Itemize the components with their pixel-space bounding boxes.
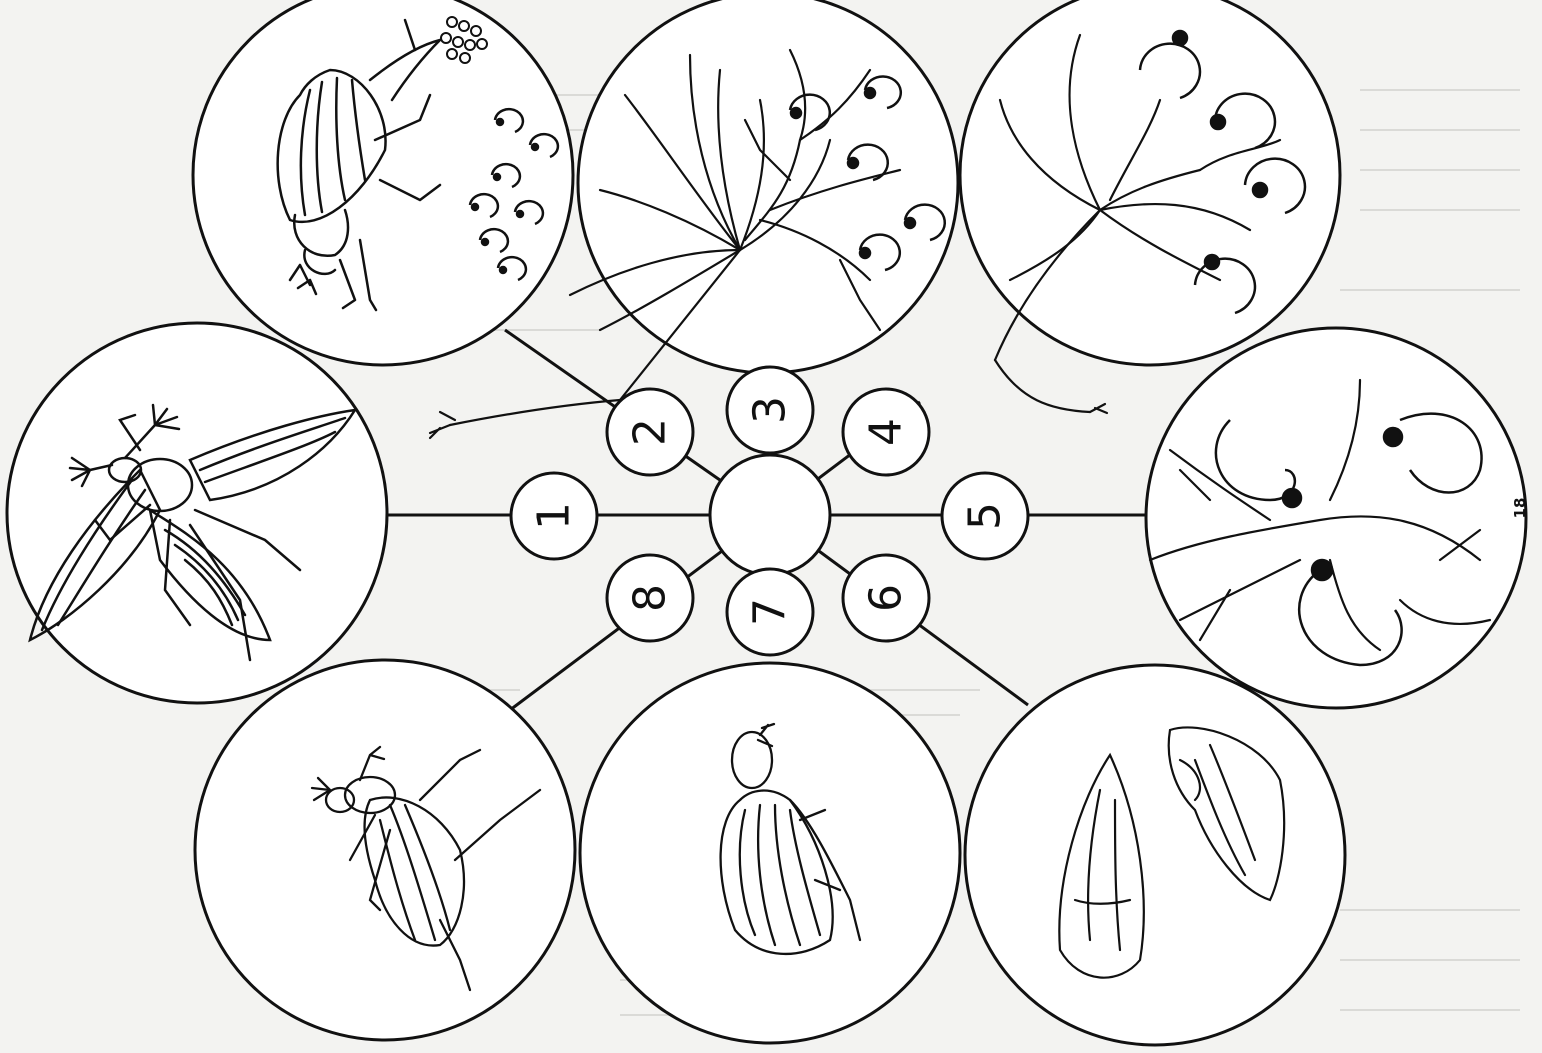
stage-badge-label: 5 xyxy=(960,502,1011,530)
stage-badge-label: 6 xyxy=(861,584,912,612)
stage-badge-1: 1 xyxy=(511,473,597,559)
side-page-mark: 18 xyxy=(1511,498,1529,519)
stage-badge-label: 3 xyxy=(745,396,796,424)
stage-badge-5: 5 xyxy=(942,473,1028,559)
stage-5-illustration xyxy=(1146,328,1526,708)
stage-badge-7: 7 xyxy=(727,569,813,655)
center-hub xyxy=(710,455,830,575)
stage-badge-3: 3 xyxy=(727,367,813,453)
stage-1-illustration xyxy=(7,323,387,703)
stage-badge-label: 2 xyxy=(625,418,676,446)
stage-2-illustration xyxy=(193,0,573,365)
stage-badge-label: 1 xyxy=(529,502,580,530)
stage-badge-4: 4 xyxy=(843,389,929,475)
stage-badge-8: 8 xyxy=(607,555,693,641)
stage-badge-6: 6 xyxy=(843,555,929,641)
stage-6-illustration xyxy=(965,665,1345,1045)
stage-badge-label: 7 xyxy=(745,598,796,626)
stage-badge-label: 4 xyxy=(861,418,912,446)
stage-7-illustration xyxy=(580,663,960,1043)
stage-8-illustration xyxy=(195,660,575,1040)
stage-badge-2: 2 xyxy=(607,389,693,475)
stage-badge-label: 8 xyxy=(625,584,676,612)
